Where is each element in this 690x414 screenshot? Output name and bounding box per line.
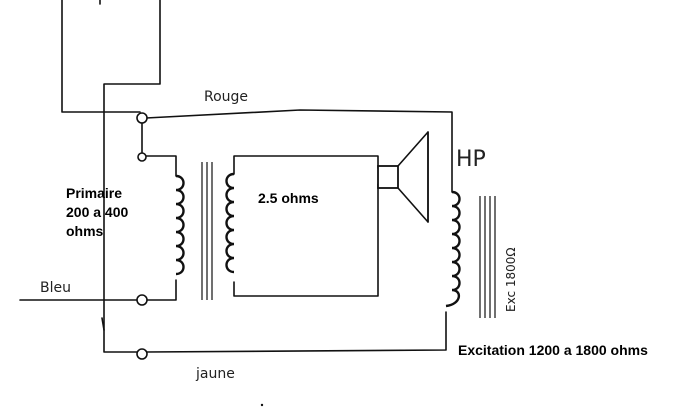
- label-bleu: Bleu: [40, 280, 71, 296]
- excitation-core: [479, 196, 496, 318]
- label-rouge: Rouge: [204, 89, 248, 105]
- label-excitation: Excitation 1200 a 1800 ohms: [458, 342, 648, 358]
- label-secondaire: 2.5 ohms: [258, 190, 319, 206]
- output-transformer: [175, 162, 235, 300]
- label-jaune: jaune: [195, 366, 235, 382]
- label-hp: HP: [456, 147, 486, 172]
- primary-coil: [175, 174, 185, 276]
- terminal-jaune: [136, 348, 148, 360]
- label-primaire-3: ohms: [66, 223, 104, 239]
- transformer-core: [201, 162, 213, 300]
- stray-marks: [101, 317, 264, 407]
- terminal-junction: [137, 152, 147, 162]
- circuit-wires: [141, 109, 453, 353]
- speaker-cone: [397, 131, 429, 223]
- terminals: [136, 112, 148, 360]
- terminal-rouge: [136, 112, 148, 124]
- excitation-coil: [445, 190, 496, 318]
- label-primaire-2: 200 a 400: [66, 204, 128, 220]
- label-primaire-1: Primaire: [66, 185, 122, 201]
- secondary-coil: [225, 172, 235, 274]
- feed-wires: [19, 0, 161, 353]
- speaker-magnet: [377, 165, 399, 189]
- loudspeaker: [377, 131, 429, 223]
- label-exc: Exc 1800Ω: [504, 247, 518, 312]
- terminal-bleu: [136, 294, 148, 306]
